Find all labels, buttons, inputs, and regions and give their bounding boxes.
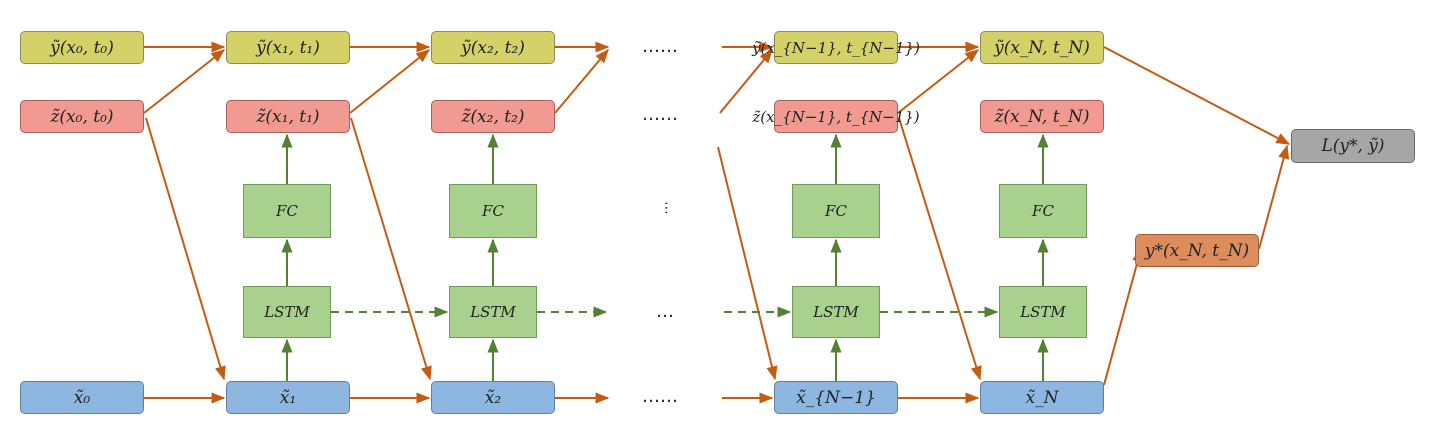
y-tilde-node-1: ỹ(x₁, t₁) (226, 31, 350, 64)
loss-node: L(y*, ỹ) (1291, 129, 1415, 163)
ellipsis-fc-column: ⋯ (658, 201, 674, 217)
arrow-z1-to-y2 (349, 49, 431, 114)
arrow-zNm1-to-yN (897, 49, 980, 114)
y-star-node: y*(x_N, t_N) (1135, 234, 1259, 267)
arrow-z1-to-x2 (350, 117, 432, 381)
ellipsis-x-row: …… (642, 386, 678, 407)
fc-block-2: FC (449, 184, 537, 238)
x-tilde-node-0: x̃₀ (20, 381, 144, 414)
arrow-ystar-to-loss (1258, 144, 1290, 250)
arrow-xN-to-ystar (1103, 247, 1144, 386)
y-tilde-node-0: ỹ(x₀, t₀) (20, 31, 144, 64)
arrow-ellipsis-to-yNm1-diag (719, 48, 773, 114)
z-tilde-node-0: z̃(x₀, t₀) (20, 100, 144, 133)
ellipsis-lstm-row: … (656, 301, 674, 322)
z-tilde-node-n: z̃(x_N, t_N) (980, 100, 1104, 133)
lstm-block-1: LSTM (243, 286, 331, 338)
x-tilde-node-2: x̃₂ (431, 381, 555, 414)
z-tilde-node-n-minus-1: z̃(x_{N−1}, t_{N−1}) (752, 100, 920, 133)
fc-block-n-minus-1: FC (792, 184, 880, 238)
x-tilde-node-n-minus-1: x̃_{N−1} (774, 381, 898, 414)
y-tilde-node-n: ỹ(x_N, t_N) (980, 31, 1104, 64)
ellipsis-y-row: …… (642, 36, 678, 57)
lstm-block-n: LSTM (999, 286, 1087, 338)
x-tilde-node-1: x̃₁ (226, 381, 350, 414)
arrow-yN-to-loss (1103, 46, 1291, 145)
lstm-block-n-minus-1: LSTM (792, 286, 880, 338)
fc-block-1: FC (243, 184, 331, 238)
z-tilde-node-2: z̃(x₂, t₂) (431, 100, 555, 133)
z-tilde-node-1: z̃(x₁, t₁) (226, 100, 350, 133)
y-tilde-node-n-minus-1: ỹ(x_{N−1}, t_{N−1}) (752, 31, 920, 64)
arrow-z0-to-x1 (145, 117, 226, 381)
lstm-block-2: LSTM (449, 286, 537, 338)
arrow-z2-to-ellipsis (554, 48, 609, 114)
x-tilde-node-n: x̃_N (980, 381, 1104, 414)
y-tilde-node-2: ỹ(x₂, t₂) (431, 31, 555, 64)
arrow-zNm1-to-xN (898, 117, 982, 381)
fc-block-n: FC (999, 184, 1087, 238)
arrow-ellipsis-to-xNm1 (717, 146, 778, 381)
arrow-z0-to-y1 (143, 49, 226, 114)
ellipsis-z-row: …… (642, 104, 678, 125)
